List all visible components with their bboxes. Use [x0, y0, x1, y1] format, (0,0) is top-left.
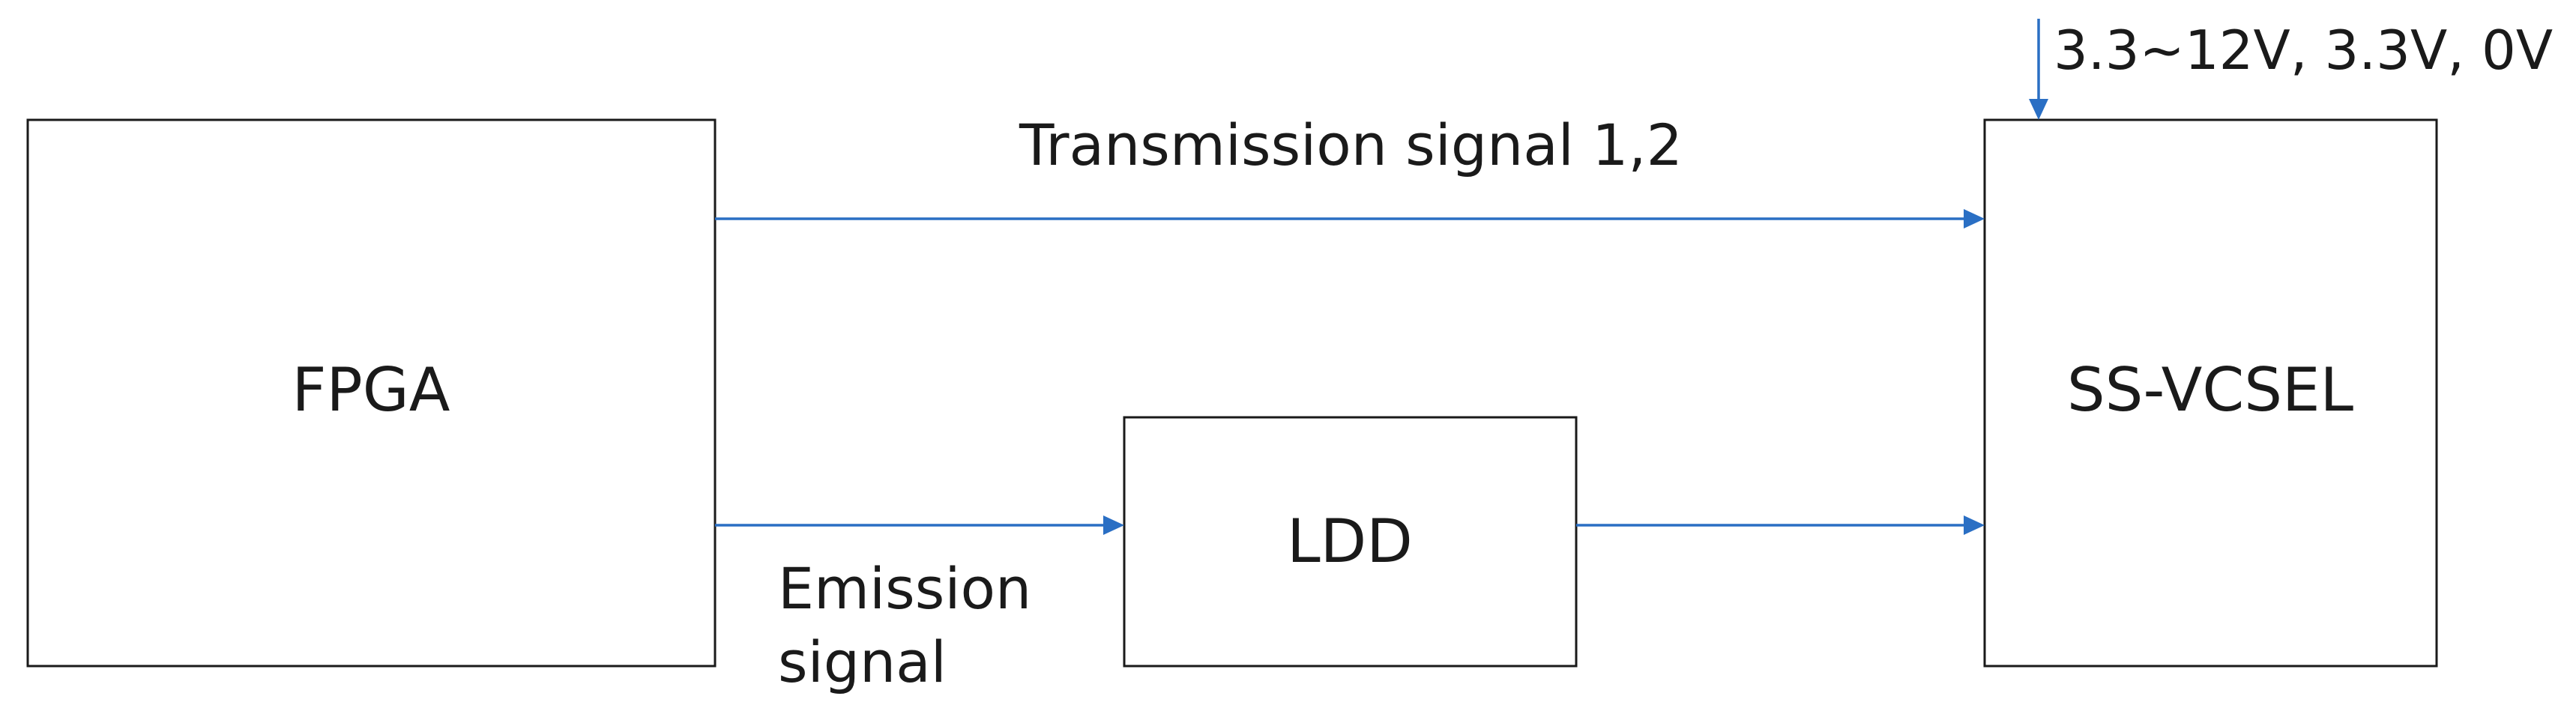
vcsel-label: SS-VCSEL	[2067, 355, 2354, 425]
arrowhead-icon	[2029, 99, 2048, 120]
fpga-block: FPGA	[26, 118, 717, 668]
transmission-signal-label: Transmission signal 1,2	[1019, 112, 1683, 178]
emission-signal-label-line1: Emission	[778, 555, 1031, 622]
fpga-label: FPGA	[292, 355, 450, 425]
power-supply-arrow	[2029, 19, 2048, 120]
transmission-signal-arrow	[715, 209, 1985, 229]
emission-signal-label-line2: signal	[778, 629, 947, 695]
ldd-label: LDD	[1287, 506, 1413, 576]
ldd-block: LDD	[1123, 416, 1578, 668]
vcsel-block: SS-VCSEL	[1983, 118, 2438, 668]
ldd-to-vcsel-arrow	[1576, 515, 1985, 535]
arrowhead-icon	[1964, 209, 1985, 229]
arrowhead-icon	[1103, 515, 1124, 535]
emission-signal-arrow	[715, 515, 1124, 535]
power-supply-label: 3.3~12V, 3.3V, 0V	[2054, 19, 2553, 82]
arrowhead-icon	[1964, 515, 1985, 535]
